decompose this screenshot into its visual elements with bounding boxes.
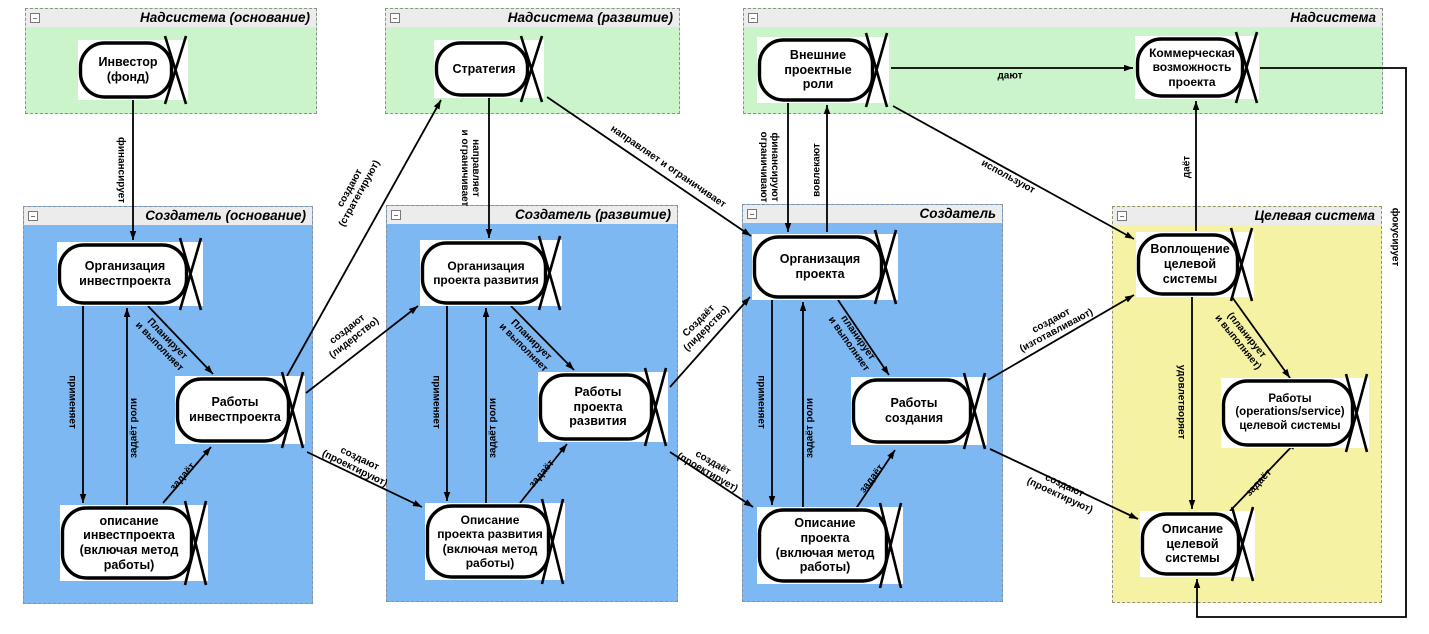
container-header-sup-razv: − Надсистема (развитие) <box>386 9 679 27</box>
node-org-invest[interactable]: Организация инвестпроекта <box>57 237 203 311</box>
node-desc-project[interactable]: Описание проекта (включая метод работы) <box>757 502 903 589</box>
system-shape-icon <box>538 367 668 447</box>
system-shape-icon <box>60 500 208 586</box>
container-header-creator-razv: − Создатель (развитие) <box>387 206 677 224</box>
edge-label: Создаёт (лидерство) <box>680 302 732 354</box>
node-label: Стратегия <box>452 61 516 76</box>
minimize-icon[interactable]: − <box>747 209 757 219</box>
minimize-icon[interactable]: − <box>30 13 40 23</box>
container-title-sup-razv: Надсистема (развитие) <box>507 10 673 25</box>
container-title-creator-osn: Создатель (основание) <box>145 208 306 223</box>
container-header-creator-osn: − Создатель (основание) <box>24 207 312 225</box>
node-label: Работы (operations/service) целевой сист… <box>1235 392 1345 432</box>
system-shape-icon <box>420 235 562 311</box>
edge-label: финансирует <box>115 137 127 203</box>
node-label: Коммерческая возможность проекта <box>1149 46 1235 89</box>
system-shape-icon <box>752 229 898 305</box>
edge-label: создают (изготавливают) <box>1018 306 1096 355</box>
edge-label: вовлекают <box>811 143 823 197</box>
node-works-target[interactable]: Работы (operations/service) целевой сист… <box>1221 373 1369 453</box>
node-label: Работы инвестпроекта <box>189 395 281 424</box>
container-title-sup-osn: Надсистема (основание) <box>140 10 310 25</box>
node-works-invest[interactable]: Работы инвестпроекта <box>175 371 305 449</box>
node-org-razv[interactable]: Организация проекта развития <box>420 235 562 311</box>
node-label: Организация проекта <box>779 252 861 281</box>
container-title-target: Целевая система <box>1254 208 1375 223</box>
edge-line <box>669 451 754 508</box>
container-header-target: − Целевая система <box>1113 207 1381 225</box>
node-embodiment[interactable]: Воплощение целевой системы <box>1136 227 1254 302</box>
edge-label: фокусирует <box>1389 207 1401 267</box>
minimize-icon[interactable]: − <box>28 211 38 221</box>
container-title-creator: Создатель <box>919 206 996 221</box>
node-desc-invest[interactable]: описание инвестпроекта (включая метод ра… <box>60 500 208 586</box>
node-desc-target[interactable]: Описание целевой системы <box>1140 506 1255 582</box>
container-header-sup-osn: − Надсистема (основание) <box>26 9 316 27</box>
node-label: Работы создания <box>884 396 944 425</box>
system-shape-icon <box>757 32 889 108</box>
node-works-create[interactable]: Работы создания <box>851 372 987 450</box>
edge-label: создают (стратегируют) <box>335 158 383 229</box>
edge-label: финансируют ограничивают <box>758 131 781 203</box>
edge-label: направляет и ограничивает <box>608 123 728 211</box>
node-ext-roles[interactable]: Внешние проектные роли <box>757 32 889 108</box>
system-shape-icon <box>175 371 305 449</box>
node-strategy[interactable]: Стратегия <box>434 35 544 103</box>
node-label: Организация проекта развития <box>433 258 539 287</box>
system-shape-icon <box>425 498 565 585</box>
node-label: описание инвестпроекта (включая метод ра… <box>79 513 179 572</box>
node-commercial-opportunity[interactable]: Коммерческая возможность проекта <box>1135 31 1259 104</box>
minimize-icon[interactable]: − <box>748 13 758 23</box>
edge-label: используют <box>979 157 1037 197</box>
system-shape-icon <box>757 502 903 589</box>
minimize-icon[interactable]: − <box>391 210 401 220</box>
edge-label: создаёт (проектирует) <box>674 448 740 495</box>
minimize-icon[interactable]: − <box>390 13 400 23</box>
node-label: Работы проекта развития <box>569 384 627 429</box>
edge-label: создают (проектируют) <box>1025 472 1095 517</box>
system-shape-icon <box>78 35 188 105</box>
minimize-icon[interactable]: − <box>1117 211 1127 221</box>
system-shape-icon <box>851 372 987 450</box>
edge-label: создают (проектируют) <box>320 444 390 490</box>
container-header-creator: − Создатель <box>743 205 1002 223</box>
node-label: Описание проекта развития (включая метод… <box>437 513 543 570</box>
node-label: Описание проекта (включая метод работы) <box>775 516 875 575</box>
container-title-sup: Надсистема <box>1290 10 1376 25</box>
node-label: Внешние проектные роли <box>784 47 852 92</box>
edge-label: даёт <box>1181 155 1193 179</box>
node-label: Описание целевой системы <box>1161 521 1224 566</box>
node-label: Инвестор (фонд) <box>98 55 158 84</box>
node-org-project[interactable]: Организация проекта <box>752 229 898 305</box>
node-desc-razv[interactable]: Описание проекта развития (включая метод… <box>425 498 565 585</box>
node-label: Организация инвестпроекта <box>79 259 171 288</box>
system-shape-icon <box>57 237 203 311</box>
node-investor[interactable]: Инвестор (фонд) <box>78 35 188 105</box>
node-label: Воплощение целевой системы <box>1150 242 1230 286</box>
node-works-razv[interactable]: Работы проекта развития <box>538 367 668 447</box>
container-title-creator-razv: Создатель (развитие) <box>514 207 671 222</box>
edge-label: создают (лидерство) <box>327 312 382 362</box>
edge-label: направляет и ограничивает <box>459 129 482 207</box>
container-header-sup: − Надсистема <box>744 9 1382 27</box>
system-shape-icon <box>434 35 544 103</box>
edge-line <box>669 296 751 388</box>
